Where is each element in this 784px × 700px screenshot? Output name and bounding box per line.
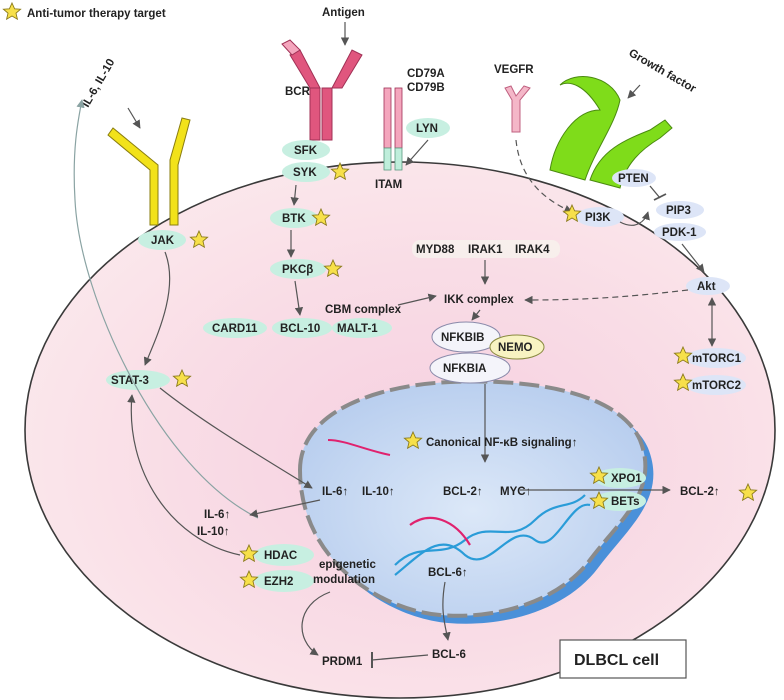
epigenetic-label-line2: modulation [313, 574, 375, 586]
epigenetic-label-line1: epigenetic [319, 559, 376, 571]
cbm-complex-label: CBM complex [325, 304, 402, 316]
btk-node [270, 208, 318, 228]
syk-node [282, 162, 330, 182]
mtorc2-label: mTORC2 [692, 380, 741, 392]
ezh2-node [254, 570, 314, 592]
akt-node [686, 277, 730, 295]
cd79-receptor [383, 87, 403, 171]
cytokines-label: IL-6, IL-10 [80, 57, 117, 109]
itam-label: ITAM [375, 179, 402, 191]
nfkbia-node [429, 352, 511, 384]
nucleus-myc-label: MYC↑ [500, 486, 531, 498]
irak1-label: IRAK1 [468, 244, 503, 256]
nemo-node [489, 334, 545, 360]
stat3-label: STAT-3 [111, 375, 149, 387]
cytokine-receptor [107, 117, 191, 226]
card11-label: CARD11 [212, 323, 258, 335]
syk-label: SYK [293, 167, 317, 179]
lyn-label: LYN [416, 123, 438, 135]
stat3-node [106, 370, 170, 390]
legend-star-icon [2, 2, 22, 20]
xpo1-label: XPO1 [611, 473, 642, 485]
pten-label: PTEN [618, 173, 649, 185]
ezh2-label: EZH2 [264, 576, 293, 588]
nfkbia-label: NFKBIA [443, 363, 486, 375]
pi3k-node [576, 207, 624, 227]
ikk-complex-label: IKK complex [444, 294, 514, 306]
bcr-label: BCR [285, 86, 311, 98]
dna-helix [394, 494, 591, 576]
nucleus-bcl6-label: BCL-6↑ [428, 567, 468, 579]
pdk1-label: PDK-1 [662, 227, 697, 239]
jak-node [138, 230, 186, 250]
antigen-label: Antigen [322, 7, 365, 19]
pi3k-label: PI3K [585, 212, 611, 224]
pip3-node [656, 201, 704, 219]
vegfr-receptor [504, 85, 531, 133]
irak4-label: IRAK4 [515, 244, 550, 256]
pip3-label: PIP3 [666, 205, 691, 217]
bets-node [594, 491, 646, 511]
pten-node [612, 169, 656, 187]
outside-il6-label: IL-6↑ [204, 509, 230, 521]
nemo-label: NEMO [498, 342, 533, 354]
malt1-node [332, 318, 392, 338]
hdac-node [254, 544, 314, 566]
card11-node [203, 318, 267, 338]
akt-label: Akt [697, 281, 716, 293]
hdac-label: HDAC [264, 550, 297, 562]
bets-label: BETs [611, 496, 640, 508]
mtorc1-node [686, 348, 746, 368]
nucleus-il6-label: IL-6↑ [322, 486, 348, 498]
vegfr-label: VEGFR [494, 64, 534, 76]
myd88-label: MYD88 [416, 244, 455, 256]
bcr-receptor [281, 39, 363, 141]
nucleus-il10-label: IL-10↑ [362, 486, 395, 498]
legend-label: Anti-tumor therapy target [27, 8, 166, 20]
canonical-nfkb-label: Canonical NF-κB signaling↑ [426, 437, 577, 449]
nfkbib-node [431, 321, 501, 353]
jak-label: JAK [151, 235, 175, 247]
sfk-node [282, 140, 330, 160]
sfk-label: SFK [294, 145, 318, 157]
mtorc2-node [686, 375, 746, 395]
pkcb-label: PKCβ [282, 264, 313, 276]
cell-label-box [559, 639, 687, 679]
bcl10-node [272, 318, 332, 338]
nucleus [297, 379, 654, 624]
lyn-node [406, 118, 450, 138]
growth-factor-receptor [549, 76, 673, 189]
pdk1-node [654, 223, 706, 241]
pkcb-node [270, 259, 326, 279]
prdm1-label: PRDM1 [322, 656, 363, 668]
bcl10-label: BCL-10 [280, 323, 320, 335]
cell-label: DLBCL cell [574, 652, 659, 669]
nfkbib-label: NFKBIB [441, 332, 484, 344]
outside-bcl6-label: BCL-6 [432, 649, 466, 661]
mrna-strand [327, 439, 391, 456]
autocrine-feedback-arrow [73, 99, 259, 519]
outside-il10-label: IL-10↑ [197, 526, 230, 538]
cd79b-label: CD79B [407, 82, 445, 94]
legend: Anti-tumor therapy target [2, 2, 166, 20]
outside-bcl2-label: BCL-2↑ [680, 486, 720, 498]
nucleus-bcl2-label: BCL-2↑ [443, 486, 483, 498]
btk-label: BTK [282, 213, 306, 225]
mtorc1-label: mTORC1 [692, 353, 742, 365]
malt1-label: MALT-1 [337, 323, 378, 335]
cd79a-label: CD79A [407, 68, 445, 80]
